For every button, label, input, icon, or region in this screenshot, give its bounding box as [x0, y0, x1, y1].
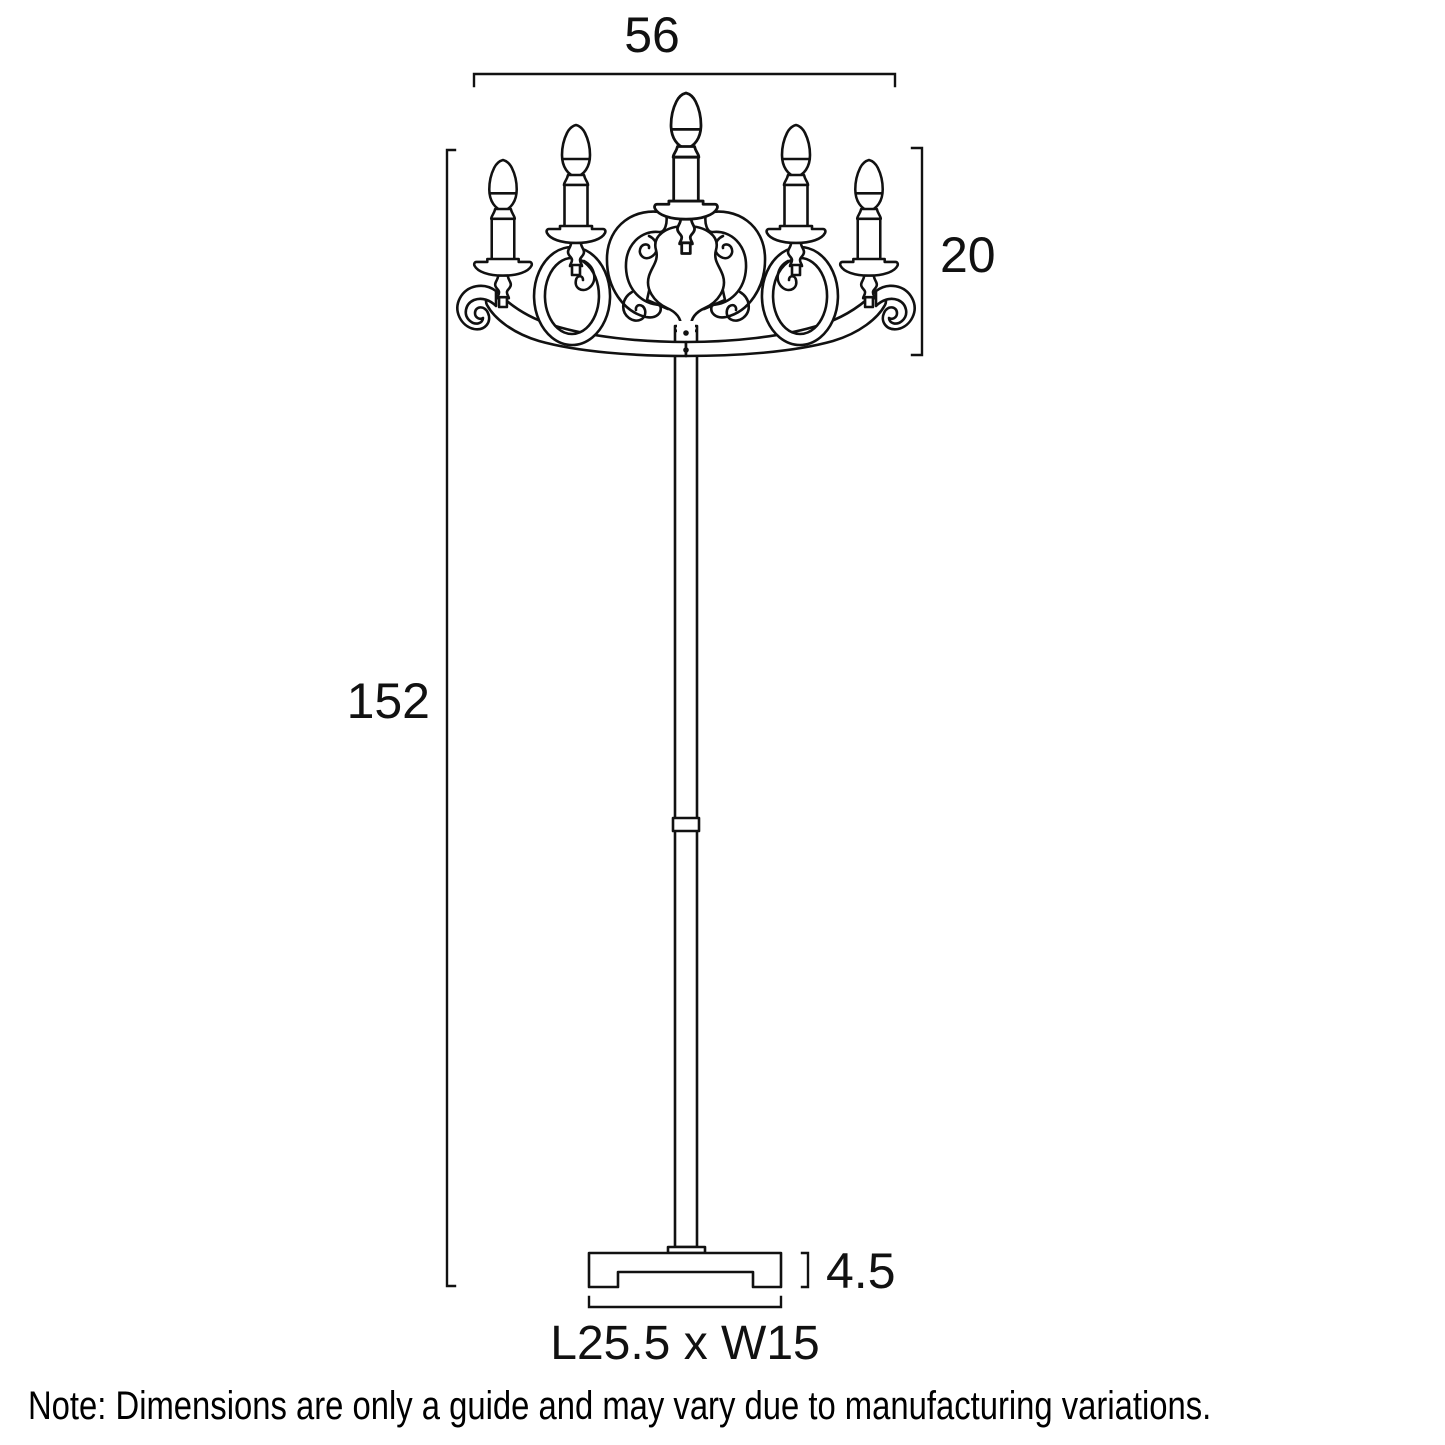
- lamp-base: [587, 1251, 783, 1289]
- pole-screw-top: [683, 330, 689, 336]
- head-height-label: 20: [940, 227, 996, 283]
- base-height-label: 4.5: [826, 1243, 896, 1299]
- dim-line-base-width: [587, 1295, 783, 1309]
- pole-screw-bottom: [683, 347, 689, 353]
- head-width-label: 56: [624, 7, 680, 63]
- dim-line-head-width: [472, 72, 897, 88]
- dim-line-base-height: [800, 1251, 810, 1289]
- base-footprint-label: L25.5 x W15: [550, 1317, 820, 1370]
- total-height-label: 152: [346, 673, 430, 729]
- lamp-artwork: [456, 91, 916, 1289]
- pole-joint: [671, 816, 701, 833]
- dim-line-head-height: [910, 146, 924, 357]
- vase-pole-junction-mask: [677, 321, 695, 334]
- dimension-lines: [445, 72, 924, 1309]
- disclaimer-note: Note: Dimensions are only a guide and ma…: [28, 1384, 1212, 1428]
- lamp-pole: [673, 324, 699, 1249]
- dim-line-total-height: [445, 148, 457, 1288]
